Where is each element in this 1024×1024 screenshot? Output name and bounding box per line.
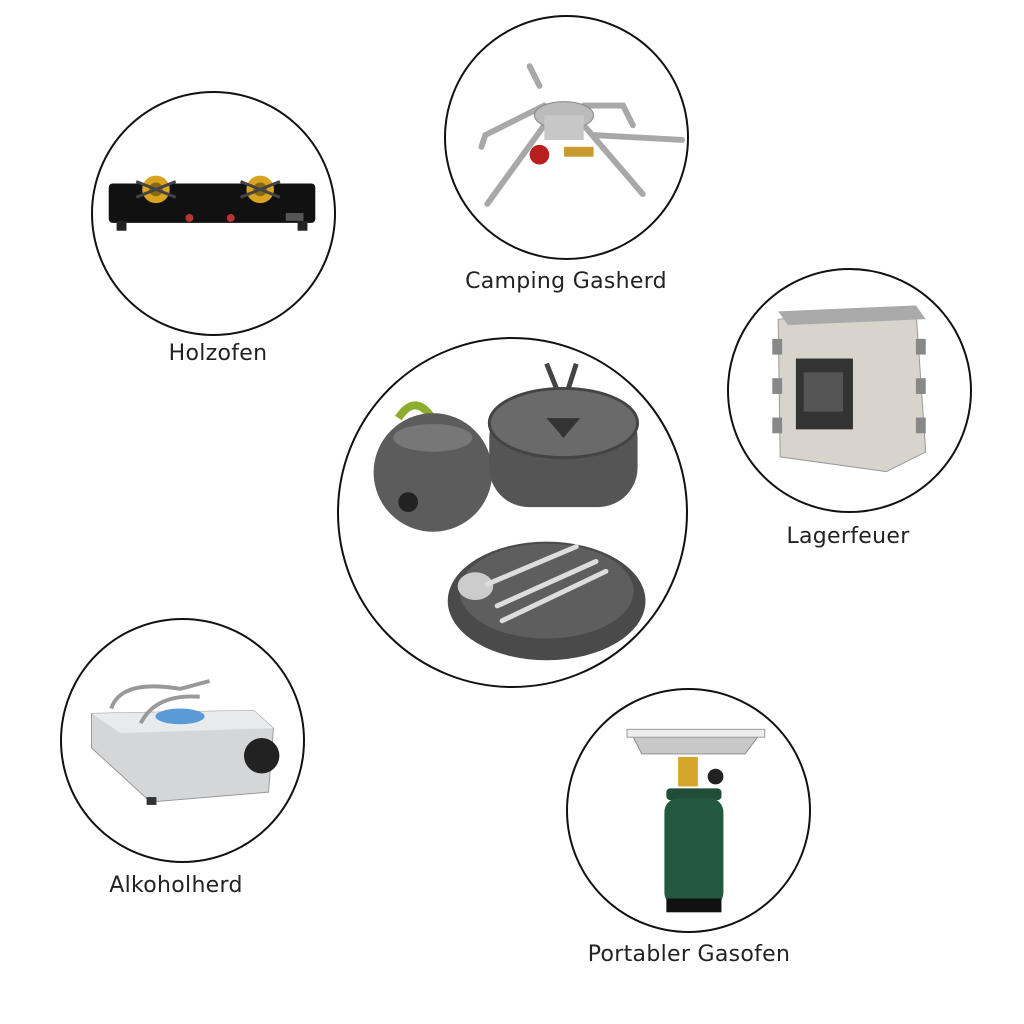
lagerfeuer-label: Lagerfeuer xyxy=(786,524,910,549)
camping-gasherd-label: Camping Gasherd xyxy=(465,269,667,294)
portable-butane-stove-icon xyxy=(91,679,280,805)
folding-camping-gas-burner-icon xyxy=(478,63,686,207)
camping-cookware-set-icon xyxy=(373,362,646,661)
lagerfeuer-circle xyxy=(727,268,972,513)
portabler-gasofen-label: Portabler Gasofen xyxy=(587,942,791,967)
portabler-gasofen-circle xyxy=(566,688,811,933)
camping-gasherd-circle xyxy=(444,15,689,260)
alkoholherd-label: Alkoholherd xyxy=(109,873,243,898)
gas-canister-burner-icon xyxy=(626,728,766,913)
glass-gas-stove-icon xyxy=(108,175,316,231)
cookware-set-circle xyxy=(337,337,688,688)
alkoholherd-circle xyxy=(60,618,305,863)
holzofen-label: Holzofen xyxy=(168,341,268,366)
holzofen-circle xyxy=(91,91,336,336)
folding-wood-stove-icon xyxy=(772,305,927,473)
